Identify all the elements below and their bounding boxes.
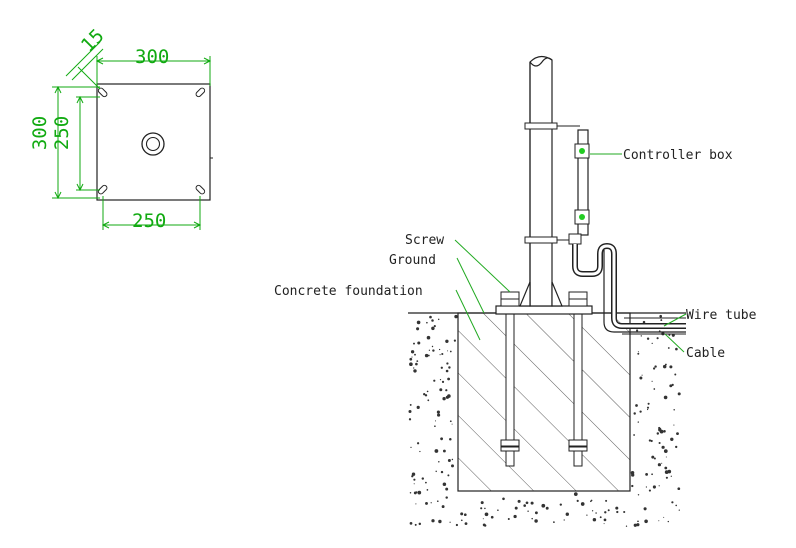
plan-dimension-lines — [52, 41, 212, 230]
dim-corner-15: 15 — [77, 25, 109, 57]
label-ground: Ground — [389, 253, 436, 268]
screw-nuts — [500, 291, 588, 307]
controller-box — [568, 129, 590, 245]
section-base-plate — [495, 305, 593, 315]
leader-lines — [454, 153, 687, 353]
label-cable: Cable — [686, 346, 725, 361]
plan-view: 300 250 300 250 15 — [29, 25, 213, 232]
soil-texture — [408, 314, 681, 527]
label-screw: Screw — [405, 233, 444, 248]
dim-left-300: 300 — [29, 116, 51, 150]
concrete-foundation — [457, 312, 631, 492]
pole-hole-inner — [145, 136, 161, 152]
section-view: Controller box Screw Ground Concrete fou… — [274, 55, 757, 527]
label-wire-tube: Wire tube — [686, 308, 757, 323]
base-plate — [96, 83, 211, 201]
pole — [519, 55, 563, 307]
dim-bottom-250: 250 — [132, 210, 166, 232]
cable-routing — [572, 242, 686, 335]
pole-hole-outer — [141, 132, 165, 156]
dim-top-300: 300 — [135, 46, 169, 68]
anchor-slots — [97, 87, 206, 195]
label-concrete-foundation: Concrete foundation — [274, 284, 423, 299]
dim-left-inner-250: 250 — [51, 116, 73, 150]
label-controller-box: Controller box — [623, 148, 733, 163]
pole-clamps — [524, 122, 580, 244]
